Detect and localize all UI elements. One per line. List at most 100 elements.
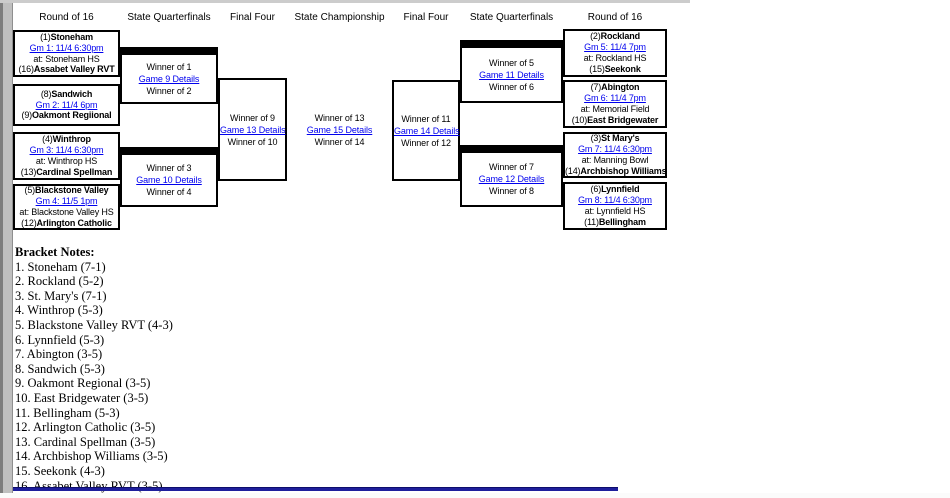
game-line: Game 12 Details: [462, 173, 561, 185]
qf-box-game9: Winner of 1 Game 9 Details Winner of 2: [120, 47, 218, 104]
game-2-link[interactable]: Gm 2: 11/4 6pm: [35, 99, 98, 110]
game-10-details-link[interactable]: Game 10 Details: [136, 175, 202, 185]
bottom-band: [0, 493, 950, 498]
winner-top-line: Winner of 11: [401, 113, 451, 124]
team-line: (10)East Bridgewater: [571, 114, 659, 125]
r16-box-game1: (1)Stoneham Gm 1: 11/4 6:30pm at: Stoneh…: [13, 30, 120, 77]
venue-line: at: Winthrop HS: [35, 156, 98, 166]
note-item: 14. Archbishop Williams (3-5): [15, 449, 168, 464]
game-line: Gm 8: 11/4 6:30pm: [565, 195, 665, 206]
game-9-details-link[interactable]: Game 9 Details: [138, 73, 200, 84]
game-line: Gm 7: 11/4 6:30pm: [565, 144, 665, 155]
r16-box-game4: (5)Blackstone Valley Gm 4: 11/5 1pm at: …: [13, 184, 120, 230]
game-line: Game 10 Details: [122, 174, 216, 186]
game-5-link[interactable]: Gm 5: 11/4 7pm: [584, 42, 646, 53]
game-12-details-link[interactable]: Game 12 Details: [478, 174, 545, 184]
winner-bottom-line: Winner of 14: [314, 136, 365, 147]
team-line: (2)Rockland: [590, 31, 640, 42]
game-line: Gm 5: 11/4 7pm: [565, 42, 665, 53]
game-line: Game 9 Details: [122, 73, 216, 85]
game-line: Game 13 Details: [220, 124, 286, 136]
team-line: (12)Arlington Catholic: [21, 217, 112, 228]
window-top-edge: [0, 0, 690, 3]
game-line: Gm 4: 11/5 1pm: [15, 196, 118, 207]
game-4-link[interactable]: Gm 4: 11/5 1pm: [35, 196, 98, 207]
winner-top-line: Winner of 13: [314, 112, 365, 123]
note-item: 3. St. Mary's (7-1): [15, 288, 107, 303]
note-item: 8. Sandwich (5-3): [15, 361, 105, 376]
team-line: (9)Oakmont Regiional: [21, 110, 112, 121]
winner-top-line: Winner of 7: [489, 162, 534, 172]
winner-bottom-line: Winner of 4: [146, 187, 192, 197]
game-15-details-link[interactable]: Game 15 Details: [306, 124, 373, 135]
r16-box-game8: (6)Lynnfield Gm 8: 11/4 6:30pm at: Lynnf…: [563, 182, 667, 230]
team-line: (7)Abington: [590, 82, 640, 93]
game-line: Gm 2: 11/4 6pm: [15, 100, 118, 111]
header-final-four-left: Final Four: [229, 12, 275, 23]
note-item: 13. Cardinal Spellman (3-5): [15, 434, 156, 449]
header-state-quarterfinals-right: State Quarterfinals: [469, 12, 554, 23]
team-line: (13)Cardinal Spellman: [20, 166, 113, 177]
r16-box-game7: (3)St Mary's Gm 7: 11/4 6:30pm at: Manni…: [563, 132, 667, 178]
note-item: 11. Bellingham (5-3): [15, 405, 120, 420]
team-line: (6)Lynnfield: [590, 184, 640, 195]
note-item: 12. Arlington Catholic (3-5): [15, 420, 156, 435]
game-11-details-link[interactable]: Game 11 Details: [479, 69, 544, 80]
header-round-of-16-left: Round of 16: [39, 12, 94, 23]
note-item: 5. Blackstone Valley RVT (4-3): [15, 317, 173, 332]
qf-box-game11: Winner of 5 Game 11 Details Winner of 6: [460, 40, 563, 103]
note-item: 4. Winthrop (5-3): [15, 303, 103, 318]
winner-bottom-line: Winner of 2: [146, 85, 192, 96]
venue-line: at: Lynnfield HS: [584, 206, 646, 216]
venue-line: at: Manning Bowl: [581, 155, 649, 165]
team-line: (8)Sandwich: [40, 88, 93, 99]
r16-box-game5: (2)Rockland Gm 5: 11/4 7pm at: Rockland …: [563, 29, 667, 77]
header-state-championship: State Championship: [294, 12, 385, 23]
r16-box-game6: (7)Abington Gm 6: 11/4 7pm at: Memorial …: [563, 80, 667, 128]
qf-box-game10: Winner of 3 Game 10 Details Winner of 4: [120, 147, 218, 207]
bracket-notes: Bracket Notes: 1. Stoneham (7-1)2. Rockl…: [15, 245, 173, 493]
game-7-link[interactable]: Gm 7: 11/4 6:30pm: [578, 144, 652, 155]
bracket-notes-title: Bracket Notes:: [15, 245, 95, 259]
winner-bottom-line: Winner of 12: [401, 137, 451, 148]
team-line: (1)Stoneham: [40, 31, 93, 42]
team-line: (14)Archbishop Williams: [565, 165, 667, 176]
team-line: (3)St Mary's: [590, 133, 640, 144]
game-line: Gm 1: 11/4 6:30pm: [15, 43, 118, 54]
note-item: 15. Seekonk (4-3): [15, 463, 105, 478]
venue-line: at: Memorial Field: [580, 104, 650, 114]
game-line: Gm 6: 11/4 7pm: [565, 93, 665, 104]
game-14-details-link[interactable]: Game 14 Details: [394, 125, 460, 136]
header-round-of-16-right: Round of 16: [587, 12, 643, 23]
note-item: 2. Rockland (5-2): [15, 274, 104, 289]
team-line: (11)Bellingham: [584, 216, 646, 227]
team-line: (16)Assabet Valley RVT: [18, 64, 115, 75]
header-state-quarterfinals-left: State Quarterfinals: [127, 12, 211, 23]
note-item: 6. Lynnfield (5-3): [15, 332, 105, 347]
game-13-details-link[interactable]: Game 13 Details: [220, 124, 286, 135]
winner-bottom-line: Winner of 6: [489, 81, 534, 92]
ff-box-game13: Winner of 9 Game 13 Details Winner of 10: [218, 78, 287, 181]
venue-line: at: Rockland HS: [583, 53, 647, 63]
note-item: 10. East Bridgewater (3-5): [15, 390, 149, 405]
winner-top-line: Winner of 9: [230, 112, 275, 123]
note-item: 7. Abington (3-5): [15, 347, 103, 362]
winner-top-line: Winner of 1: [146, 61, 192, 72]
winner-top-line: Winner of 5: [489, 57, 534, 68]
game-line: Gm 3: 11/4 6:30pm: [15, 145, 118, 156]
venue-line: at: Stoneham HS: [33, 53, 100, 64]
game-3-link[interactable]: Gm 3: 11/4 6:30pm: [29, 145, 104, 156]
game-8-link[interactable]: Gm 8: 11/4 6:30pm: [578, 195, 652, 206]
ff-box-game14: Winner of 11 Game 14 Details Winner of 1…: [392, 80, 460, 181]
championship-block: Winner of 13 Game 15 Details Winner of 1…: [287, 78, 392, 181]
r16-box-game2: (8)Sandwich Gm 2: 11/4 6pm (9)Oakmont Re…: [13, 84, 120, 126]
game-6-link[interactable]: Gm 6: 11/4 7pm: [584, 93, 646, 104]
venue-line: at: Blackstone Valley HS: [19, 207, 114, 217]
game-1-link[interactable]: Gm 1: 11/4 6:30pm: [29, 42, 104, 53]
note-item: 1. Stoneham (7-1): [15, 259, 106, 274]
team-line: (5)Blackstone Valley: [24, 185, 109, 196]
game-line: Game 15 Details: [287, 124, 392, 136]
note-item: 9. Oakmont Regional (3-5): [15, 376, 151, 391]
winner-top-line: Winner of 3: [146, 163, 192, 173]
